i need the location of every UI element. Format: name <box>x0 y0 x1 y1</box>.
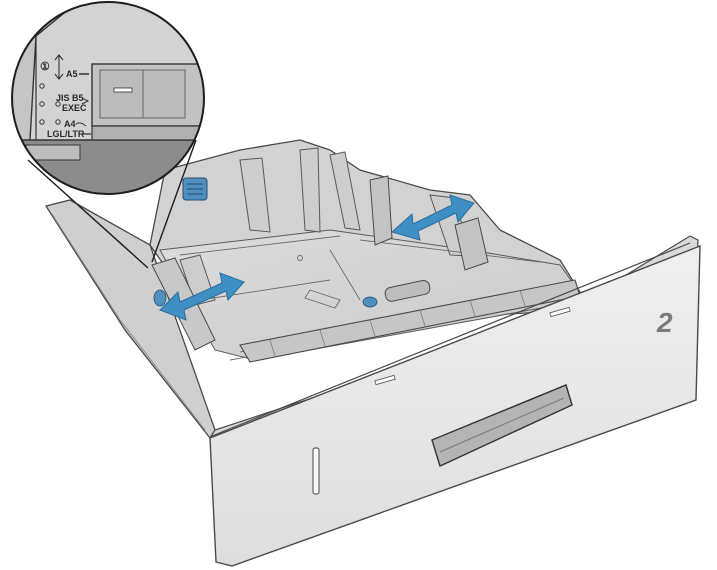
label-jis-b5: JIS B5 <box>56 93 84 103</box>
label-a4: A4 <box>64 119 76 129</box>
label-a5: A5 <box>66 69 78 79</box>
tray-number: 2 <box>656 307 673 338</box>
pickup-roller <box>362 279 431 308</box>
slot-mark <box>312 447 320 495</box>
double-arrow-icon <box>159 272 245 321</box>
tray-handle[interactable] <box>431 384 573 467</box>
label-lgl-ltr: LGL/LTR <box>47 129 85 139</box>
right-width-guide <box>369 175 393 246</box>
double-arrow-icon <box>390 194 475 241</box>
tray-front-face <box>209 244 701 567</box>
paper-tray: 2 <box>44 139 701 567</box>
circled-number-marker: ① <box>40 61 50 73</box>
label-exec: EXEC <box>62 103 87 113</box>
up-down-arrow-icon <box>54 54 64 80</box>
